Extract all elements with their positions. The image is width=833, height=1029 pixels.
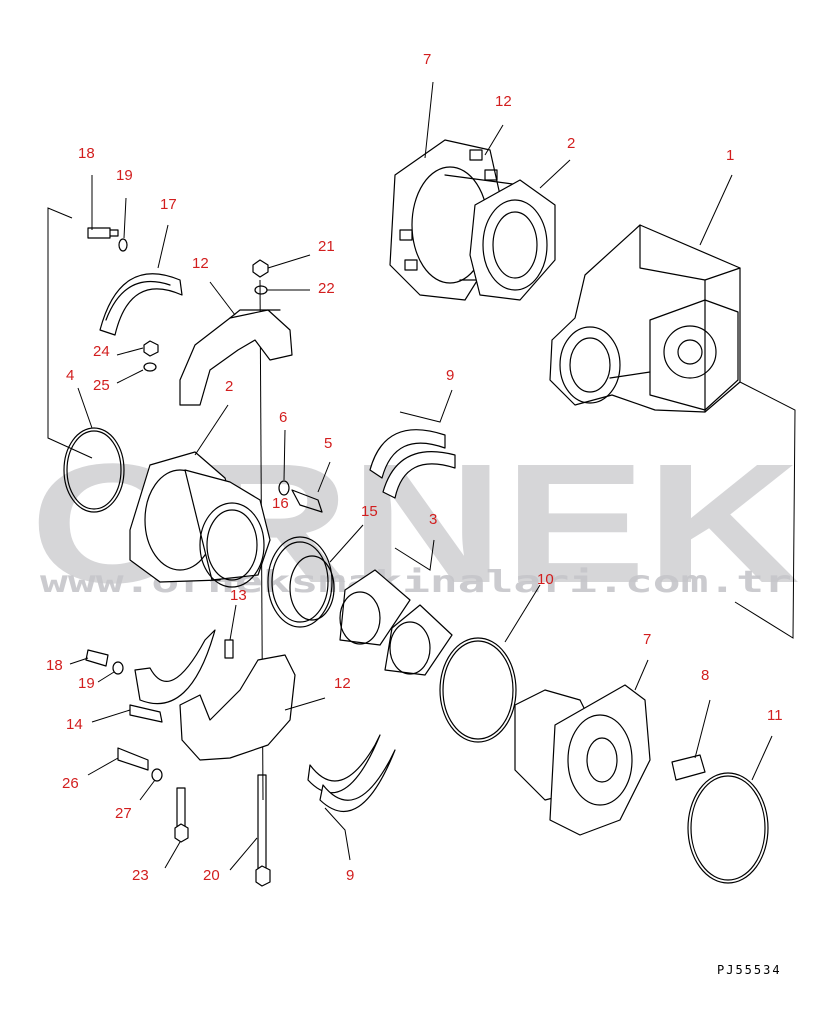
callout-14: 14	[66, 716, 83, 733]
part-12-cap-bottom	[179, 654, 296, 761]
callout-1: 1	[726, 147, 734, 164]
callout-13: 13	[230, 587, 247, 604]
callout-9-top: 9	[446, 367, 454, 384]
part-4-oring	[63, 427, 125, 513]
callout-12-top: 12	[495, 93, 512, 110]
part-3-bearings	[339, 569, 453, 676]
callout-10: 10	[537, 571, 554, 588]
part-13-half-ring	[134, 629, 234, 705]
callout-18-bottom: 18	[46, 657, 63, 674]
callout-2-left: 2	[225, 378, 233, 395]
hardware-bottom	[85, 649, 271, 887]
callout-20: 20	[203, 867, 220, 884]
part-15-ring	[289, 555, 335, 621]
drawing-code: PJ55534	[717, 963, 782, 977]
callout-6: 6	[279, 409, 287, 426]
callout-23: 23	[132, 867, 149, 884]
callout-11: 11	[767, 707, 783, 724]
callout-15: 15	[361, 503, 378, 520]
part-16-ring	[267, 536, 333, 628]
part-17-half-ring	[99, 273, 183, 336]
part-7-carrier-bottom	[514, 684, 651, 836]
callout-5: 5	[324, 435, 332, 452]
part-8-plate	[671, 754, 706, 781]
part-11-oring	[687, 772, 769, 884]
callout-21: 21	[318, 238, 335, 255]
callouts: 7 12 2 1 18 19 17 21 22 12 24 25 4 2 6 5…	[46, 51, 783, 884]
callout-22: 22	[318, 280, 335, 297]
callout-12-bottom: 12	[334, 675, 351, 692]
callout-27: 27	[115, 805, 132, 822]
part-7-carrier-top	[389, 139, 556, 301]
callout-18-top: 18	[78, 145, 95, 162]
part-9-shells-bottom	[307, 734, 396, 812]
callout-19-top: 19	[116, 167, 133, 184]
part-1-housing	[549, 224, 741, 413]
part-5-6-bolt	[278, 480, 323, 513]
callout-19-bottom: 19	[78, 675, 95, 692]
callout-3: 3	[429, 511, 437, 528]
leader-lines	[69, 81, 773, 871]
callout-7-top: 7	[423, 51, 431, 68]
callout-4: 4	[66, 367, 74, 384]
part-9-shells-top	[369, 429, 456, 499]
part-10-oring	[439, 637, 517, 743]
callout-26: 26	[62, 775, 79, 792]
callout-2-top: 2	[567, 135, 575, 152]
callout-16: 16	[272, 495, 289, 512]
callout-8: 8	[701, 667, 709, 684]
callout-9-bottom: 9	[346, 867, 354, 884]
callout-24: 24	[93, 343, 110, 360]
callout-25: 25	[93, 377, 110, 394]
callout-17: 17	[160, 196, 177, 213]
callout-12-left: 12	[192, 255, 209, 272]
part-2-hub-left	[129, 451, 271, 588]
part-12-cap-top	[179, 309, 293, 406]
callout-7-bottom: 7	[643, 631, 651, 648]
